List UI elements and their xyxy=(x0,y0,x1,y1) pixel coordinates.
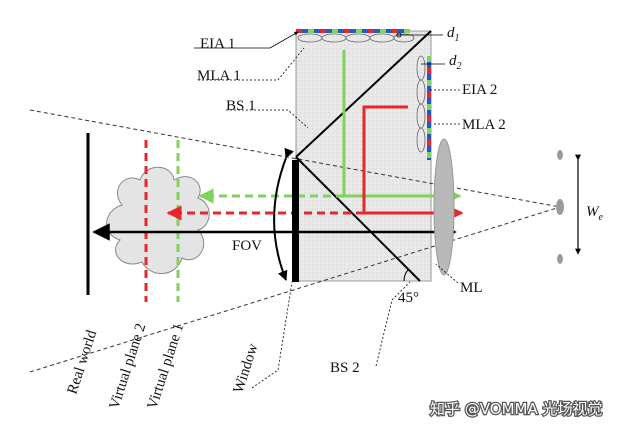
bs2-label: BS 2 xyxy=(330,360,360,376)
mla2-label: MLA 2 xyxy=(462,117,506,133)
leader-lines xyxy=(194,31,460,389)
d2-label: d2 xyxy=(449,53,462,72)
ml-label: ML xyxy=(460,280,483,296)
d1-label: d1 xyxy=(447,25,460,44)
angle-arc xyxy=(403,268,410,282)
mla1-lenslets xyxy=(297,33,415,43)
bs1-label: BS 1 xyxy=(226,98,256,114)
fov-upper-line xyxy=(29,109,561,208)
cloud-icon xyxy=(106,166,210,274)
eye-pupils xyxy=(556,150,564,264)
virtual-plane-1-label: Virtual plane 1 xyxy=(145,322,188,412)
window-bar xyxy=(292,160,299,282)
watermark: 知乎 @VOMMA 光场视觉 xyxy=(430,400,603,418)
real-world-label: Real world xyxy=(65,328,101,396)
eia2-label: EIA 2 xyxy=(462,82,497,98)
red-ray xyxy=(362,105,464,221)
fov-arc xyxy=(273,147,294,281)
fov-label: FOV xyxy=(232,238,262,254)
we-label: We xyxy=(586,204,604,223)
bs2-mirror xyxy=(295,156,421,282)
bs1-mirror xyxy=(295,30,432,158)
angle-label: 45° xyxy=(398,290,419,306)
window-label: Window xyxy=(231,342,262,396)
virtual-plane-2-label: Virtual plane 2 xyxy=(107,322,150,412)
fov-lower-line xyxy=(29,206,561,373)
mla1-label: MLA 1 xyxy=(197,68,241,84)
ml-lens xyxy=(433,138,455,276)
mla2-lenslets xyxy=(416,55,426,153)
eia1-label: EIA 1 xyxy=(200,36,235,52)
